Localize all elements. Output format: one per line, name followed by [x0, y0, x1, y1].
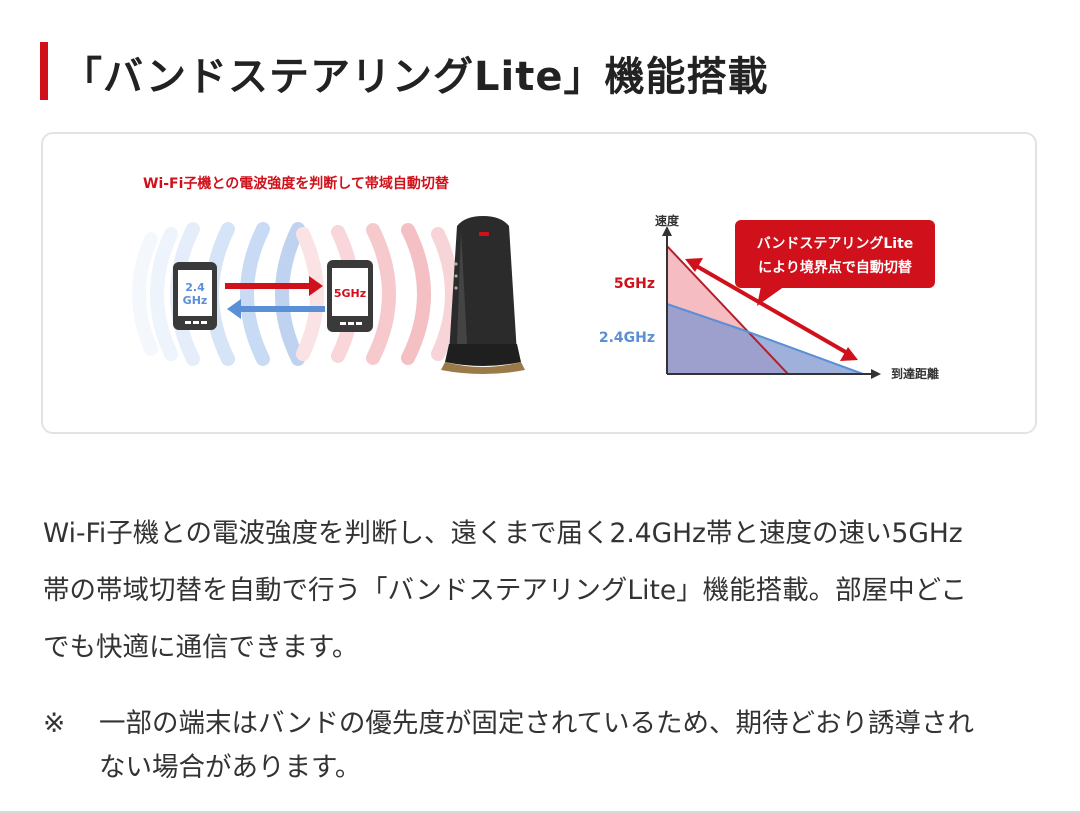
page-title: 「バンドステアリングLite」機能搭載	[62, 54, 769, 100]
graph-xlabel: 到達距離	[891, 366, 939, 381]
note-text: 一部の端末はバンドの優先度が固定されているため、期待どおり誘導され ない場合があ…	[99, 702, 1059, 790]
device-2-4ghz-label-bottom: GHz	[183, 294, 208, 307]
feature-description: Wi-Fi子機との電波強度を判断し、遠くまで届く2.4GHz帯と速度の速い5GH…	[43, 505, 1043, 676]
speed-distance-graph	[662, 226, 881, 379]
band-switch-arrows	[225, 276, 325, 319]
callout-line-1: バンドステアリングLite	[757, 235, 914, 252]
description-line: でも快適に通信できます。	[43, 632, 359, 663]
device-5ghz: 5GHz	[327, 260, 373, 332]
graph-label-2-4ghz: 2.4GHz	[599, 330, 655, 346]
device-2-4ghz: 2.4 GHz	[173, 262, 217, 330]
heading-accent-bar	[40, 42, 48, 100]
figure-illustration: Wi-Fi子機との電波強度を判断して帯域自動切替 2.4 GHz	[132, 175, 939, 381]
description-line: Wi-Fi子機との電波強度を判断し、遠くまで届く2.4GHz帯と速度の速い5GH…	[43, 518, 963, 549]
note-mark: ※	[43, 708, 66, 739]
graph-ylabel: 速度	[655, 213, 680, 228]
router-image	[441, 216, 525, 374]
callout-line-2: により境界点で自動切替	[758, 259, 913, 276]
note-line: 一部の端末はバンドの優先度が固定されているため、期待どおり誘導され	[99, 708, 975, 739]
signal-waves-5ghz	[296, 223, 459, 365]
figure-caption: Wi-Fi子機との電波強度を判断して帯域自動切替	[143, 175, 450, 192]
band-steering-callout: バンドステアリングLite により境界点で自動切替	[735, 220, 935, 306]
description-line: 帯の帯域切替を自動で行う「バンドステアリングLite」機能搭載。部屋中どこ	[43, 575, 967, 606]
device-2-4ghz-label-top: 2.4	[185, 281, 205, 294]
graph-label-5ghz: 5GHz	[614, 276, 655, 292]
signal-waves-2-4ghz	[132, 222, 305, 366]
bottom-divider	[0, 811, 1080, 813]
note-line: ない場合があります。	[99, 752, 362, 783]
band-steering-figure: Wi-Fi子機との電波強度を判断して帯域自動切替 2.4 GHz	[41, 132, 1037, 434]
device-5ghz-label: 5GHz	[334, 287, 366, 300]
section-heading: 「バンドステアリングLite」機能搭載	[40, 40, 1040, 100]
